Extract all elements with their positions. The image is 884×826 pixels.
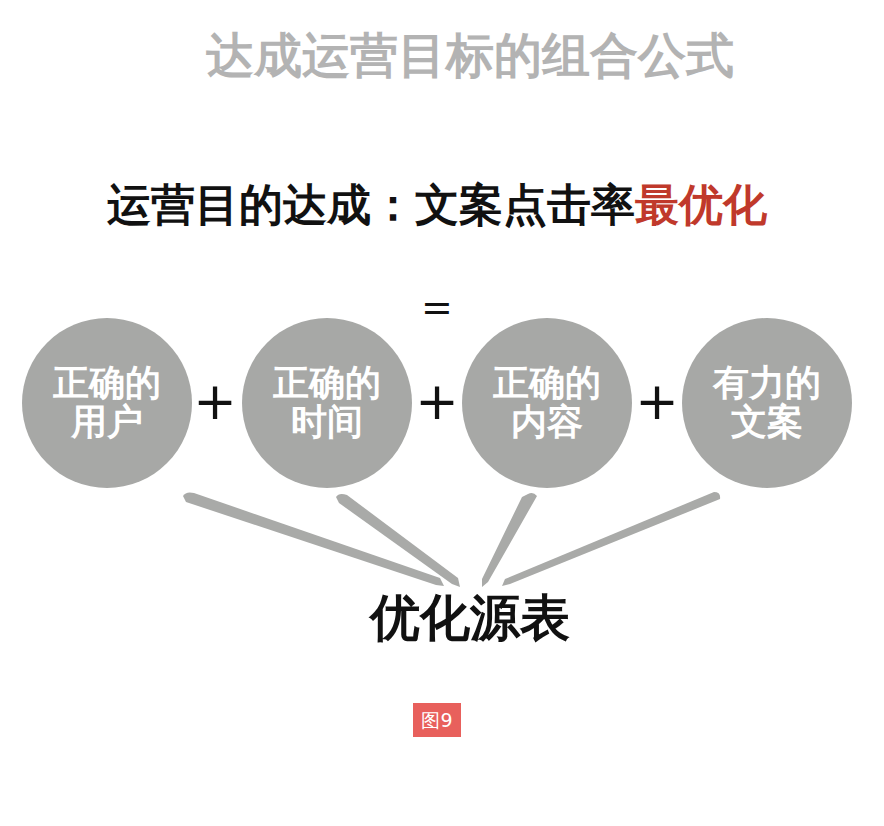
formula-circle: 有力的 文案: [682, 318, 852, 488]
circle-fill: [242, 318, 412, 488]
circle-fill: [462, 318, 632, 488]
plus-sign: +: [635, 373, 679, 430]
brush-stroke: [336, 494, 460, 587]
brush-stroke: [502, 492, 720, 586]
circle-text: 正确的 时间: [263, 364, 391, 442]
plus-sign: +: [193, 373, 237, 430]
circle-text: 正确的 内容: [483, 364, 611, 442]
plus-sign: +: [415, 373, 459, 430]
heading-text: 运营目的达成：文案点击率: [107, 179, 635, 230]
result-label: 优化源表: [370, 591, 570, 646]
formula-circle: 正确的 内容: [462, 318, 632, 488]
brush-stroke-group: [183, 492, 720, 587]
circle-fill: [22, 318, 192, 488]
formula-circle: 正确的 用户: [22, 318, 192, 488]
title: 达成运营目标的组合公式: [206, 29, 734, 82]
circle-text: 正确的 用户: [43, 364, 171, 442]
formula-circle: 正确的 时间: [242, 318, 412, 488]
figure-caption: 图9: [413, 703, 460, 738]
heading-line: 运营目的达成：文案点击率最优化: [107, 181, 767, 229]
heading-highlight: 最优化: [635, 179, 767, 230]
equals-sign: =: [421, 287, 453, 329]
circle-text: 有力的 文案: [703, 364, 831, 442]
circle-fill: [682, 318, 852, 488]
